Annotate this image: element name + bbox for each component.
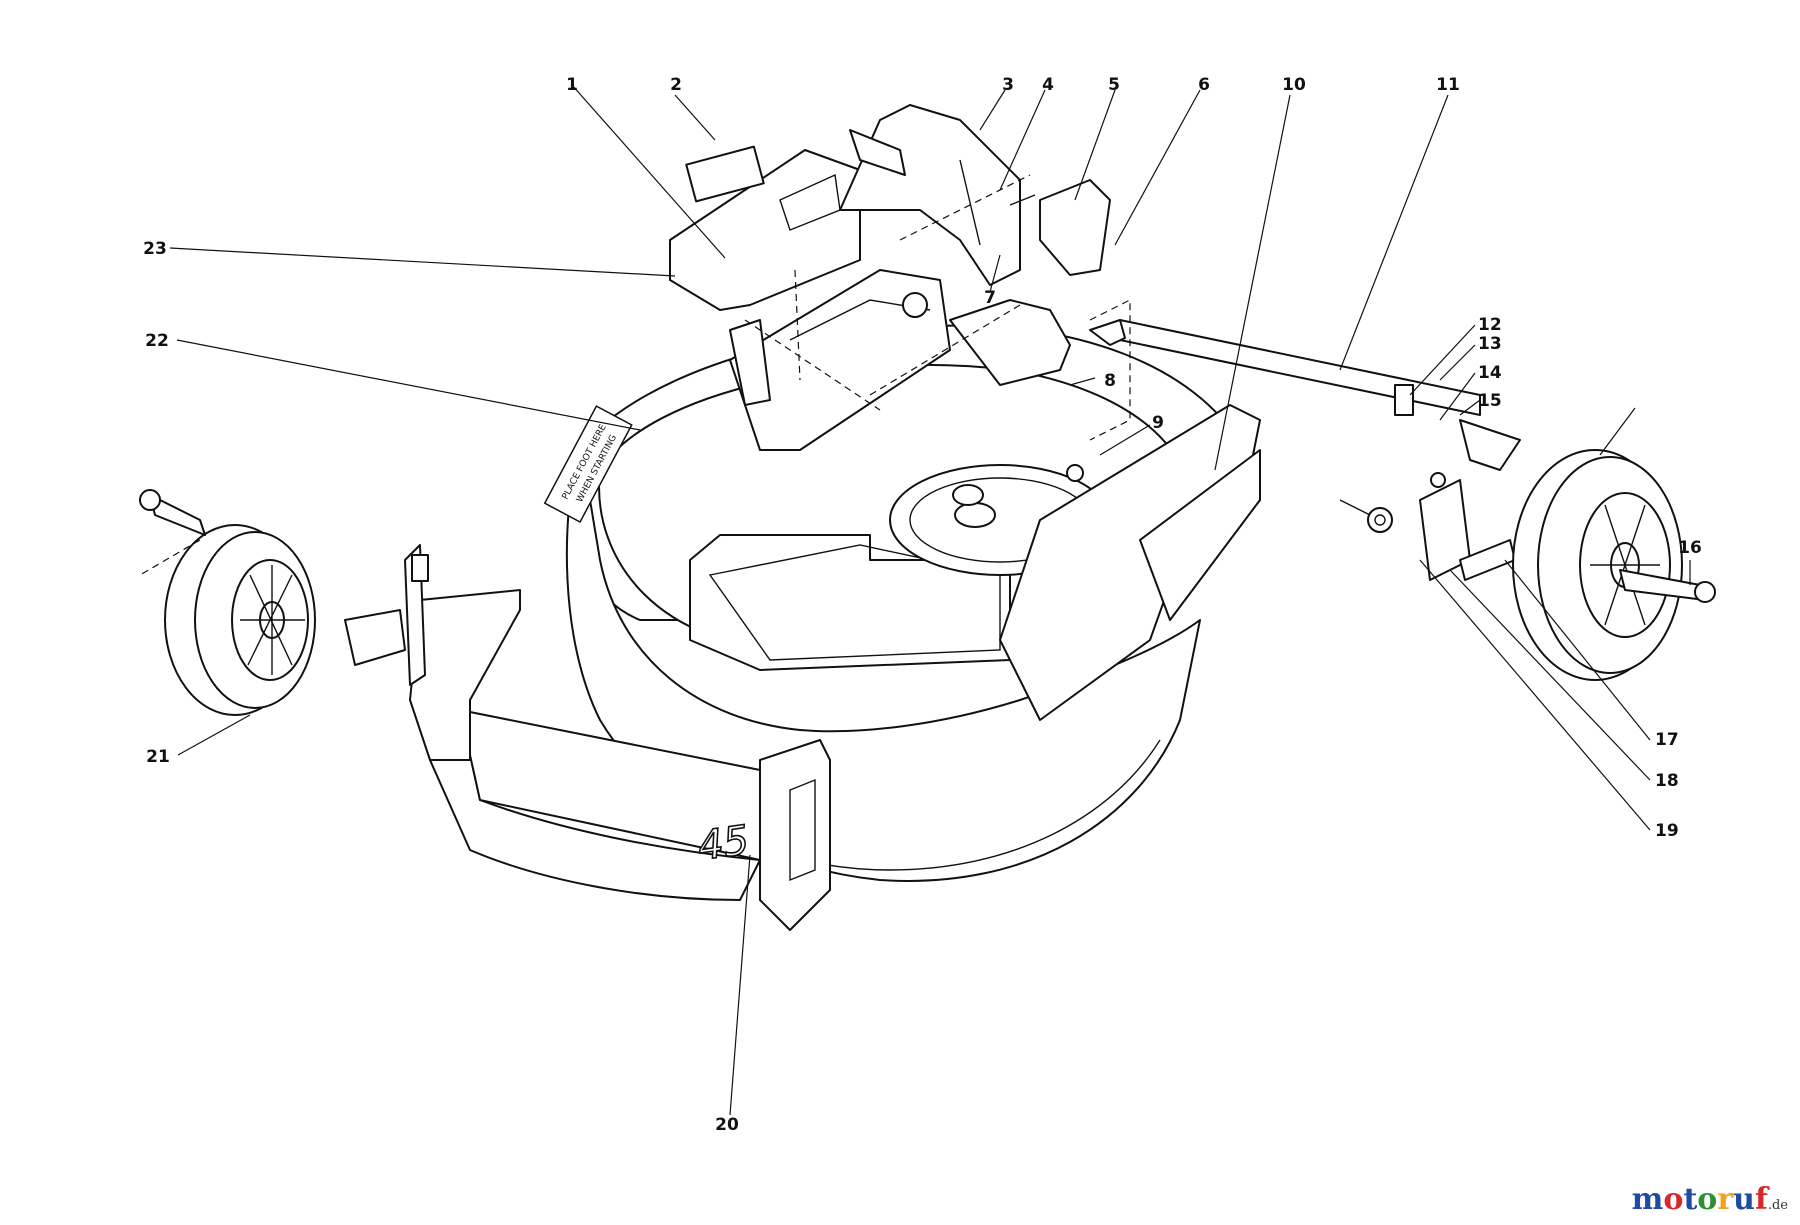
control-bracket-assembly bbox=[669, 104, 1111, 451]
callout-12: 12 bbox=[1478, 315, 1502, 335]
callout-20: 20 bbox=[715, 1115, 739, 1135]
callout-18: 18 bbox=[1655, 771, 1679, 791]
callout-8: 8 bbox=[1104, 371, 1116, 391]
watermark-suffix: .de bbox=[1767, 1198, 1788, 1213]
watermark-letter: f bbox=[1754, 1182, 1768, 1217]
mower-deck: 45 PLACE FOOT HERE WHEN STARTING bbox=[409, 324, 1261, 931]
callout-19: 19 bbox=[1655, 821, 1679, 841]
callout-15: 15 bbox=[1478, 391, 1502, 411]
rear-wheel-right bbox=[1512, 449, 1716, 681]
leader-lines bbox=[169, 84, 1691, 1116]
callout-6: 6 bbox=[1198, 75, 1210, 95]
callout-numbers: 1 2 3 4 5 6 7 8 9 10 11 12 13 14 15 16 1… bbox=[143, 75, 1702, 1135]
watermark-letter: o bbox=[1663, 1182, 1684, 1217]
watermark-letter: m bbox=[1631, 1182, 1664, 1217]
callout-22: 22 bbox=[145, 331, 169, 351]
callout-9: 9 bbox=[1152, 413, 1164, 433]
callout-17: 17 bbox=[1655, 730, 1679, 750]
callout-1: 1 bbox=[566, 75, 578, 95]
callout-11: 11 bbox=[1436, 75, 1460, 95]
watermark-letter: o bbox=[1697, 1182, 1718, 1217]
callout-21: 21 bbox=[146, 747, 170, 767]
callout-14: 14 bbox=[1478, 363, 1502, 383]
callout-4: 4 bbox=[1042, 75, 1054, 95]
callout-7: 7 bbox=[984, 288, 996, 308]
callout-2: 2 bbox=[670, 75, 682, 95]
callout-3: 3 bbox=[1002, 75, 1014, 95]
watermark-letter: t bbox=[1683, 1182, 1698, 1217]
axle-rod bbox=[1089, 299, 1521, 471]
callout-16: 16 bbox=[1678, 538, 1702, 558]
front-wheel-left bbox=[139, 489, 429, 716]
callout-5: 5 bbox=[1108, 75, 1120, 95]
deck-size-mark: 45 bbox=[695, 817, 752, 870]
callout-23: 23 bbox=[143, 239, 167, 259]
callout-13: 13 bbox=[1478, 334, 1502, 354]
callout-10: 10 bbox=[1282, 75, 1306, 95]
watermark-letter: u bbox=[1733, 1182, 1755, 1217]
watermark-letter: r bbox=[1717, 1182, 1734, 1217]
watermark-logo: motoruf.de bbox=[1632, 1182, 1788, 1217]
watermark-text: motoruf bbox=[1632, 1182, 1768, 1217]
rear-height-adjuster bbox=[1339, 472, 1516, 581]
